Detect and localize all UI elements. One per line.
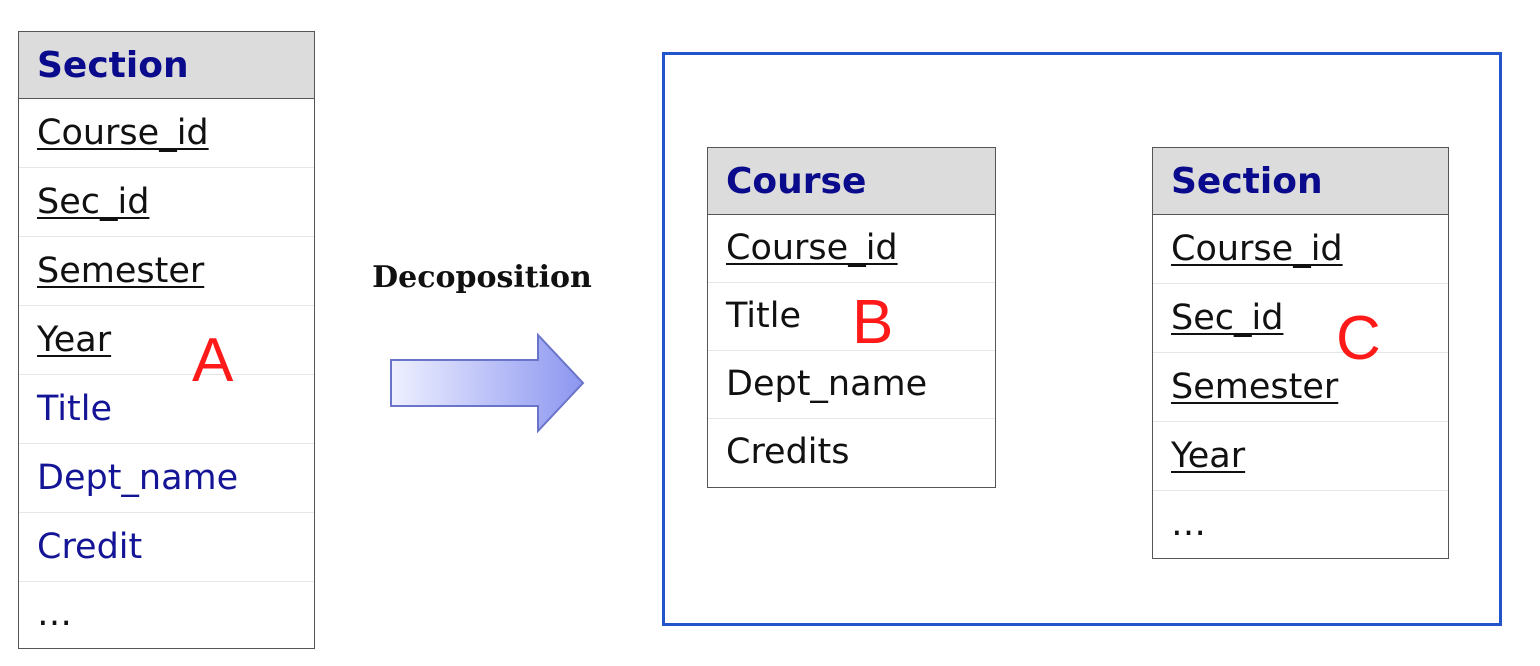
- table-row: Sec_id: [1153, 284, 1448, 353]
- table-row: Title: [19, 375, 314, 444]
- table-row: Semester: [19, 237, 314, 306]
- table-header: Section: [19, 32, 314, 99]
- table-header: Course: [708, 148, 995, 215]
- table-row: …: [19, 582, 314, 646]
- field-ellipsis: …: [37, 593, 72, 634]
- field-dept-name: Dept_name: [726, 364, 928, 404]
- table-row: Semester: [1153, 353, 1448, 422]
- section-table-result: Section Course_id Sec_id Semester Year …: [1152, 147, 1449, 559]
- label-b: B: [852, 288, 894, 357]
- table-row: Dept_name: [19, 444, 314, 513]
- table-row: …: [1153, 491, 1448, 557]
- field-title: Title: [37, 388, 113, 429]
- table-row: Title: [708, 283, 995, 351]
- field-semester: Semester: [1171, 366, 1339, 407]
- field-semester: Semester: [37, 250, 205, 291]
- right-arrow-icon: [390, 332, 585, 434]
- decomposition-result-frame: [662, 52, 1502, 626]
- field-sec-id: Sec_id: [37, 181, 150, 222]
- table-row: Course_id: [19, 99, 314, 168]
- field-sec-id: Sec_id: [1171, 297, 1284, 338]
- table-header: Section: [1153, 148, 1448, 215]
- field-year: Year: [1171, 435, 1246, 476]
- table-row: Sec_id: [19, 168, 314, 237]
- field-ellipsis: …: [1171, 503, 1206, 544]
- row-list: Course_id Sec_id Semester Year Title Dep…: [19, 99, 314, 646]
- field-course-id: Course_id: [37, 112, 209, 153]
- field-dept-name: Dept_name: [37, 457, 239, 498]
- section-table-original: Section Course_id Sec_id Semester Year T…: [18, 31, 315, 649]
- course-table: Course Course_id Title Dept_name Credits: [707, 147, 996, 488]
- table-row: Year: [19, 306, 314, 375]
- field-credits: Credits: [726, 432, 850, 472]
- decomposition-label: Decoposition: [372, 260, 592, 295]
- field-year: Year: [37, 319, 112, 360]
- table-row: Course_id: [1153, 215, 1448, 284]
- table-row: Dept_name: [708, 351, 995, 419]
- field-course-id: Course_id: [1171, 228, 1343, 269]
- field-course-id: Course_id: [726, 228, 898, 268]
- table-row: Credits: [708, 419, 995, 486]
- table-row: Year: [1153, 422, 1448, 491]
- label-a: A: [192, 326, 234, 395]
- field-credit: Credit: [37, 526, 143, 567]
- table-row: Course_id: [708, 215, 995, 283]
- label-c: C: [1336, 304, 1381, 373]
- table-row: Credit: [19, 513, 314, 582]
- field-title: Title: [726, 296, 802, 336]
